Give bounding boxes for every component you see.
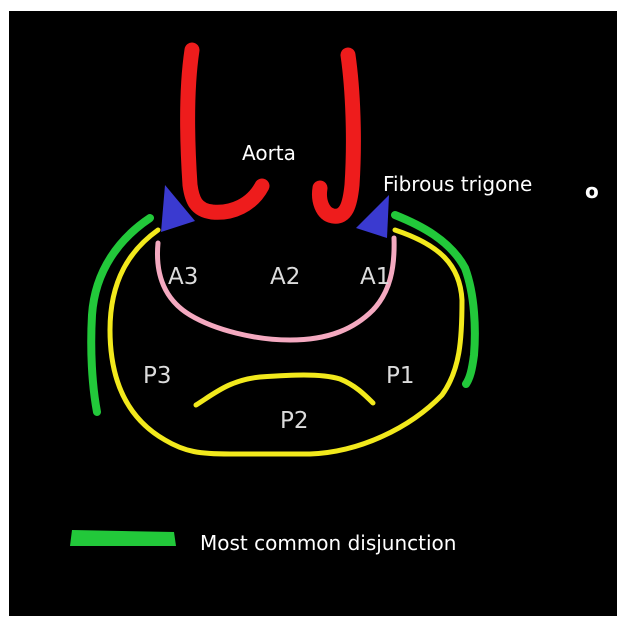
segment-a1-label: A1 <box>360 264 390 290</box>
coaptation-line <box>196 375 373 405</box>
legend-swatch <box>70 530 176 546</box>
aorta-right-wall <box>320 55 354 216</box>
segment-p3-label: P3 <box>143 363 172 389</box>
aorta-left-wall <box>188 50 262 212</box>
legend-label: Most common disjunction <box>200 531 456 555</box>
right-fibrous-trigone <box>356 195 389 238</box>
corner-mark: o <box>585 179 599 203</box>
segment-p2-label: P2 <box>280 408 309 434</box>
segment-p1-label: P1 <box>386 363 415 389</box>
segment-a2-label: A2 <box>270 264 300 290</box>
aorta-label: Aorta <box>242 141 296 165</box>
segment-a3-label: A3 <box>168 264 198 290</box>
fibrous-trigone-label: Fibrous trigone <box>383 172 532 196</box>
